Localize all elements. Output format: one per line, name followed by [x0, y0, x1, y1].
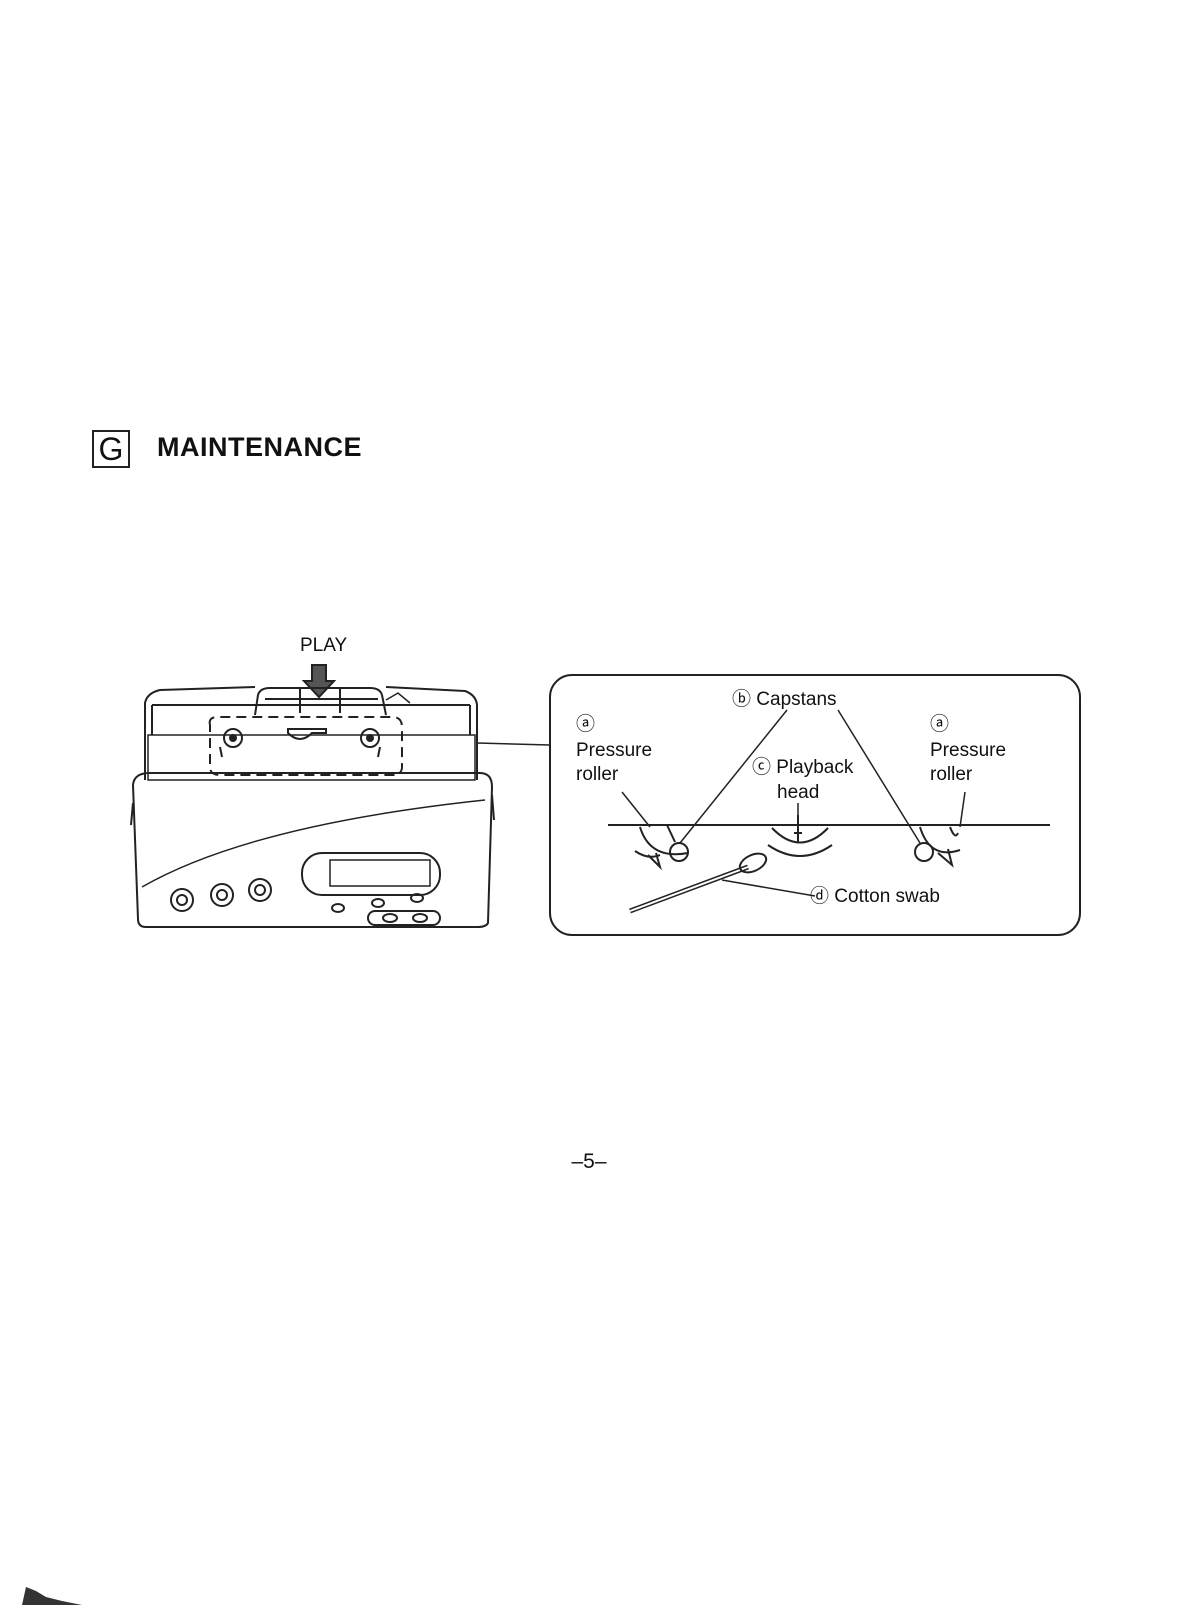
pressure-roller-left-label-line1: Pressure	[576, 739, 652, 763]
pressure-roller-right-label-line2: roller	[930, 763, 972, 787]
page-number: –5–	[0, 1150, 1178, 1174]
playback-head-label-line1: ⓒ Playback	[752, 756, 853, 780]
cotton-swab-tip	[737, 850, 769, 876]
front-panel	[133, 773, 492, 927]
scan-artifact-mark	[22, 1585, 82, 1607]
pressure-roller-left-marker: ⓐ	[576, 713, 595, 737]
right-capstan	[915, 843, 933, 861]
cassette-player-illustration	[130, 655, 1100, 970]
front-button	[249, 879, 271, 901]
section-title: MAINTENANCE	[157, 432, 362, 463]
playback-head-label-line2: head	[777, 781, 819, 805]
maintenance-figure: ⓐ Pressure roller ⓑ Capstans ⓒ Playback …	[130, 655, 1100, 970]
play-arrow-icon	[304, 665, 334, 697]
left-capstan	[670, 843, 688, 861]
front-button	[171, 889, 193, 911]
section-letter-badge: G	[92, 430, 130, 468]
front-button	[211, 884, 233, 906]
cotton-swab-label: ⓓ Cotton swab	[810, 885, 940, 909]
play-label: PLAY	[300, 635, 347, 657]
pressure-roller-right-label-line1: Pressure	[930, 739, 1006, 763]
left-pressure-roller	[640, 827, 688, 854]
connector-line	[477, 743, 550, 745]
pressure-roller-left-label-line2: roller	[576, 763, 618, 787]
playback-head	[772, 828, 828, 843]
right-pressure-roller	[920, 827, 960, 852]
capstans-label: ⓑ Capstans	[732, 688, 837, 712]
pressure-roller-right-marker: ⓐ	[930, 713, 949, 737]
